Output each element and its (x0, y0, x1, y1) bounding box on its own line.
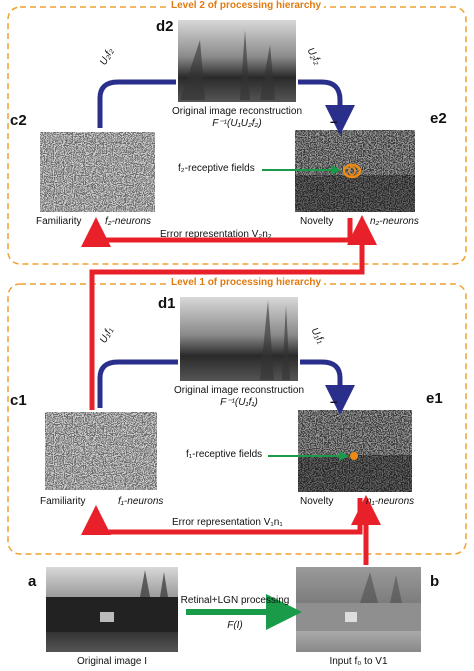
d2-caption-line1: Original image reconstruction (171, 106, 303, 117)
c2-right-label: f₂-neurons (105, 216, 152, 227)
panel-letter-a: a (28, 573, 37, 590)
panel-letter-d2: d2 (156, 18, 174, 35)
e2-minus-sign: – (330, 113, 338, 129)
e1-minus-sign: – (330, 393, 338, 409)
panel-letter-b: b (430, 573, 440, 590)
e2-left-label: Novelty (300, 216, 334, 227)
c1-right-label: f₁-neurons (118, 496, 164, 507)
u1f1-up-arrow (97, 359, 178, 408)
panel-letter-e1: e1 (426, 390, 443, 407)
level1-box (7, 283, 467, 555)
a-original-image (46, 567, 178, 652)
b-caption: Input f₀ to V1 (329, 656, 388, 667)
f2-rf-label: f₂-receptive fields (178, 163, 255, 174)
f1-rf-label: f₁-receptive fields (186, 449, 263, 460)
a-caption: Original image I (76, 656, 148, 667)
panel-letter-c2: c2 (10, 112, 27, 129)
d1-reconstruction-image (180, 297, 298, 381)
level2-title: Level 2 of processing hierarchy (168, 0, 325, 11)
e2-right-label: n₂-neurons (370, 216, 419, 227)
error2-label: Error representation V₂n₂ (160, 229, 272, 240)
u2f2-up-arrow (97, 79, 176, 128)
panel-letter-e2: e2 (430, 110, 447, 127)
c1-left-label: Familiarity (40, 496, 86, 507)
c2-familiarity-map (40, 132, 155, 212)
level1-title: Level 1 of processing hierarchy (168, 277, 325, 288)
d1-caption-line2: F⁻¹(U₁f₁) (220, 397, 258, 408)
level2-box (7, 6, 467, 265)
u2f2-down-arrow (298, 79, 355, 135)
b-v1-input-image (296, 567, 421, 652)
panel-letter-c1: c1 (10, 392, 27, 409)
c2-left-label: Familiarity (36, 216, 82, 227)
d2-caption-line2: F⁻¹(U₁U₂f₂) (212, 118, 262, 129)
d1-caption-line1: Original image reconstruction (173, 385, 305, 396)
f-of-i-label: F(I) (227, 620, 243, 631)
retinal-label: Retinal+LGN processing (180, 595, 290, 606)
c1-familiarity-map (45, 412, 157, 490)
interlevel-red-arrow (89, 215, 377, 410)
panel-letter-d1: d1 (158, 295, 176, 312)
u1f1-down-arrow (300, 359, 355, 415)
e1-right-label: n₁-neurons (366, 496, 415, 507)
e1-novelty-map (298, 410, 412, 492)
f1-rf-marker (350, 452, 358, 460)
e1-left-label: Novelty (300, 496, 334, 507)
d2-reconstruction-image (178, 20, 296, 102)
f2-rf-marker (342, 163, 362, 179)
error1-label: Error representation V₁n₁ (172, 517, 283, 528)
